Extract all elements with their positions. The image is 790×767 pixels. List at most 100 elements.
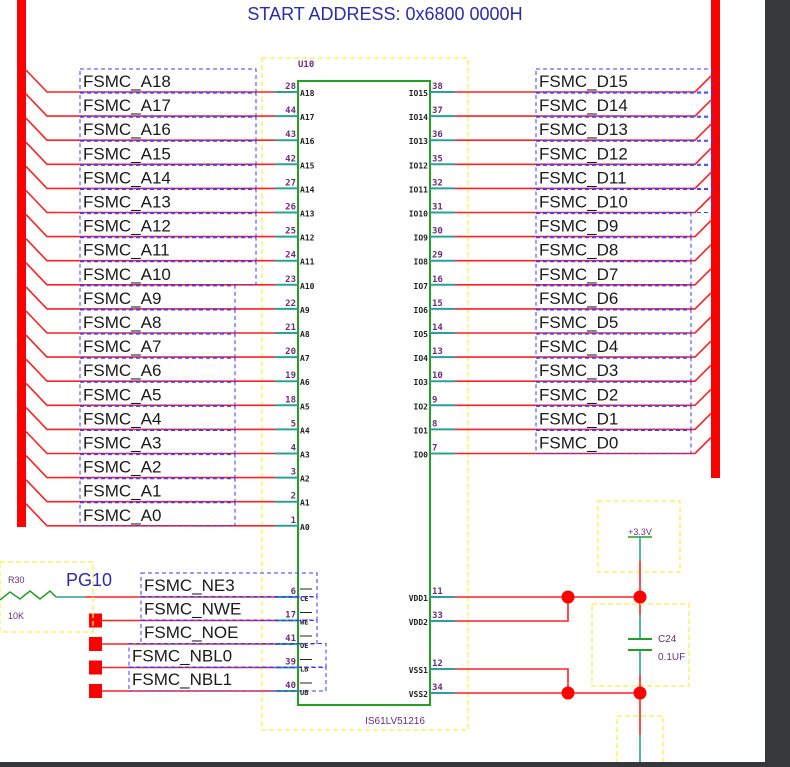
pin-number: 26 <box>285 203 296 213</box>
net-label-box <box>79 478 236 503</box>
pin-name: A15 <box>300 161 315 170</box>
pin-number: 12 <box>432 659 443 669</box>
pin-name: IO0 <box>414 451 429 460</box>
data-net-label: FSMC_D12 <box>539 144 628 163</box>
net-label-box <box>79 333 236 358</box>
pin-name: IO14 <box>409 113 428 122</box>
junction-dot-icon <box>561 590 575 604</box>
pin-name: A1 <box>300 499 310 508</box>
pin-name: IO7 <box>414 282 429 291</box>
net-label-box <box>535 357 692 382</box>
pin-name: A18 <box>300 89 315 98</box>
net-label-box <box>535 68 713 93</box>
pin-name: IO9 <box>414 234 429 243</box>
net-label-box <box>535 189 713 213</box>
data-net-label: FSMC_D3 <box>539 361 618 380</box>
pin-number: 39 <box>285 658 296 668</box>
pin-name: IO10 <box>409 210 428 219</box>
pin-number: 15 <box>432 299 443 309</box>
control-net-label: FSMC_NE3 <box>144 576 235 595</box>
test-point-pad-icon <box>89 613 102 628</box>
net-label-box <box>79 430 236 454</box>
pin-number: 35 <box>432 154 443 164</box>
address-bus <box>17 0 26 527</box>
data-net-label: FSMC_D10 <box>539 193 628 212</box>
test-point-pad-icon <box>89 684 102 698</box>
control-net-label: FSMC_NWE <box>144 600 241 619</box>
net-label-box <box>79 189 257 213</box>
data-pins: FSMC_D1538IO15FSMC_D1437IO14FSMC_D1336IO… <box>409 68 713 460</box>
pin-number: 29 <box>432 251 443 261</box>
net-label-box <box>79 405 236 430</box>
pin-number: 20 <box>285 347 296 357</box>
pin-number: 43 <box>285 130 296 140</box>
pin-number: 32 <box>432 178 443 188</box>
pin-number: 33 <box>432 611 443 621</box>
bottom-bar <box>0 762 790 767</box>
capacitor-ref: C24 <box>658 634 677 645</box>
pin-name: IO8 <box>414 258 429 267</box>
data-net-label: FSMC_D15 <box>539 72 628 91</box>
pin-number: 1 <box>291 516 296 526</box>
pin-number: 10 <box>432 371 443 381</box>
pin-name: IO6 <box>414 306 429 315</box>
pin-number: 16 <box>432 275 443 285</box>
net-label-box <box>79 92 257 117</box>
pin-number: 18 <box>285 395 296 405</box>
pg10-net-label: PG10 <box>66 570 112 590</box>
resistor-value: 10K <box>8 611 24 621</box>
pin-number: 25 <box>285 227 296 237</box>
vss1-wire <box>455 668 569 693</box>
vdd2-wire <box>455 597 569 622</box>
pin-name: UB <box>300 689 308 697</box>
pin-name: OE <box>300 642 308 650</box>
net-label-box <box>79 502 236 527</box>
net-label-box <box>79 213 257 238</box>
address-net-label: FSMC_A11 <box>83 241 170 260</box>
address-net-label: FSMC_A0 <box>83 506 161 525</box>
data-net-label: FSMC_D1 <box>539 409 618 428</box>
net-label-box <box>79 285 236 310</box>
net-label-box <box>79 261 257 286</box>
net-label-box <box>79 116 257 141</box>
chip-body <box>297 80 431 706</box>
power-symbol-outline <box>597 500 681 573</box>
pin-number: 27 <box>285 178 296 188</box>
control-net-label: FSMC_NBL1 <box>132 670 232 689</box>
pin-number: 41 <box>285 634 296 644</box>
net-label-box <box>128 666 327 692</box>
data-wire <box>455 75 712 93</box>
address-net-label: FSMC_A18 <box>83 72 171 91</box>
net-label-box <box>535 405 692 430</box>
pin-number: 42 <box>285 154 296 164</box>
pin-number: 44 <box>285 106 296 116</box>
data-net-label: FSMC_D6 <box>539 289 618 308</box>
address-net-label: FSMC_A14 <box>83 168 171 187</box>
junction-dot-icon <box>633 686 647 700</box>
address-net-label: FSMC_A5 <box>83 385 161 404</box>
net-label-box <box>79 140 257 165</box>
address-net-label: FSMC_A4 <box>83 409 161 428</box>
data-net-label: FSMC_D13 <box>539 120 628 139</box>
address-net-label: FSMC_A9 <box>83 289 161 308</box>
pin-name: A9 <box>300 306 310 315</box>
pin-name: A5 <box>300 402 310 411</box>
pin-number: 2 <box>291 492 296 502</box>
pin-name: A13 <box>300 210 315 219</box>
data-wire <box>455 388 712 407</box>
pin-number: 6 <box>291 587 296 597</box>
address-net-label: FSMC_A12 <box>83 217 171 236</box>
net-label-box <box>535 333 692 358</box>
pin-number: 34 <box>432 683 443 693</box>
net-label-box <box>535 261 692 286</box>
data-wire <box>455 220 712 238</box>
data-bus <box>711 0 720 478</box>
u10-part-outline <box>261 57 469 731</box>
pin-number: 14 <box>432 323 443 333</box>
chip-ref: U10 <box>298 60 314 70</box>
net-label-box <box>79 454 236 479</box>
pin-number: 31 <box>432 203 443 213</box>
address-net-label: FSMC_A6 <box>83 361 161 380</box>
